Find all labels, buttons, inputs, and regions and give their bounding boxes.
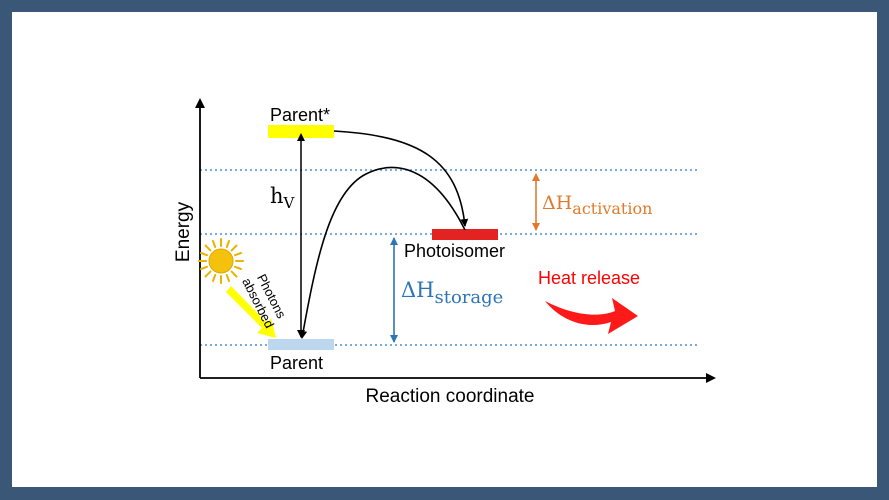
sun-icon: [198, 238, 244, 284]
heat-release-label: Heat release: [538, 268, 640, 288]
ground-state-label: Parent: [270, 353, 323, 373]
x-axis-label: Reaction coordinate: [366, 386, 535, 407]
ground-state-bar: [268, 339, 334, 350]
excited-state-bar: [268, 125, 334, 138]
energy-barrier-curve: [299, 166, 466, 339]
photon-energy-label: hV: [270, 184, 296, 212]
isomer-state-bar: [432, 229, 498, 240]
excited-state-label: Parent*: [270, 105, 330, 125]
activation-label: ΔHactivation: [542, 192, 652, 218]
relaxation-curve: [333, 130, 469, 227]
heat-arrow-icon: [545, 298, 638, 334]
isomer-state-label: Photoisomer: [404, 241, 505, 261]
diagram-card: Energy Reaction coordinate Parent* Paren…: [12, 12, 877, 487]
photons-absorbed-label: Photons absorbed: [239, 271, 289, 330]
y-axis-label: Energy: [173, 201, 194, 262]
photon-arrow-icon: [226, 286, 276, 338]
energy-diagram: Energy Reaction coordinate Parent* Paren…: [173, 98, 716, 407]
storage-label: ΔHstorage: [401, 278, 503, 308]
